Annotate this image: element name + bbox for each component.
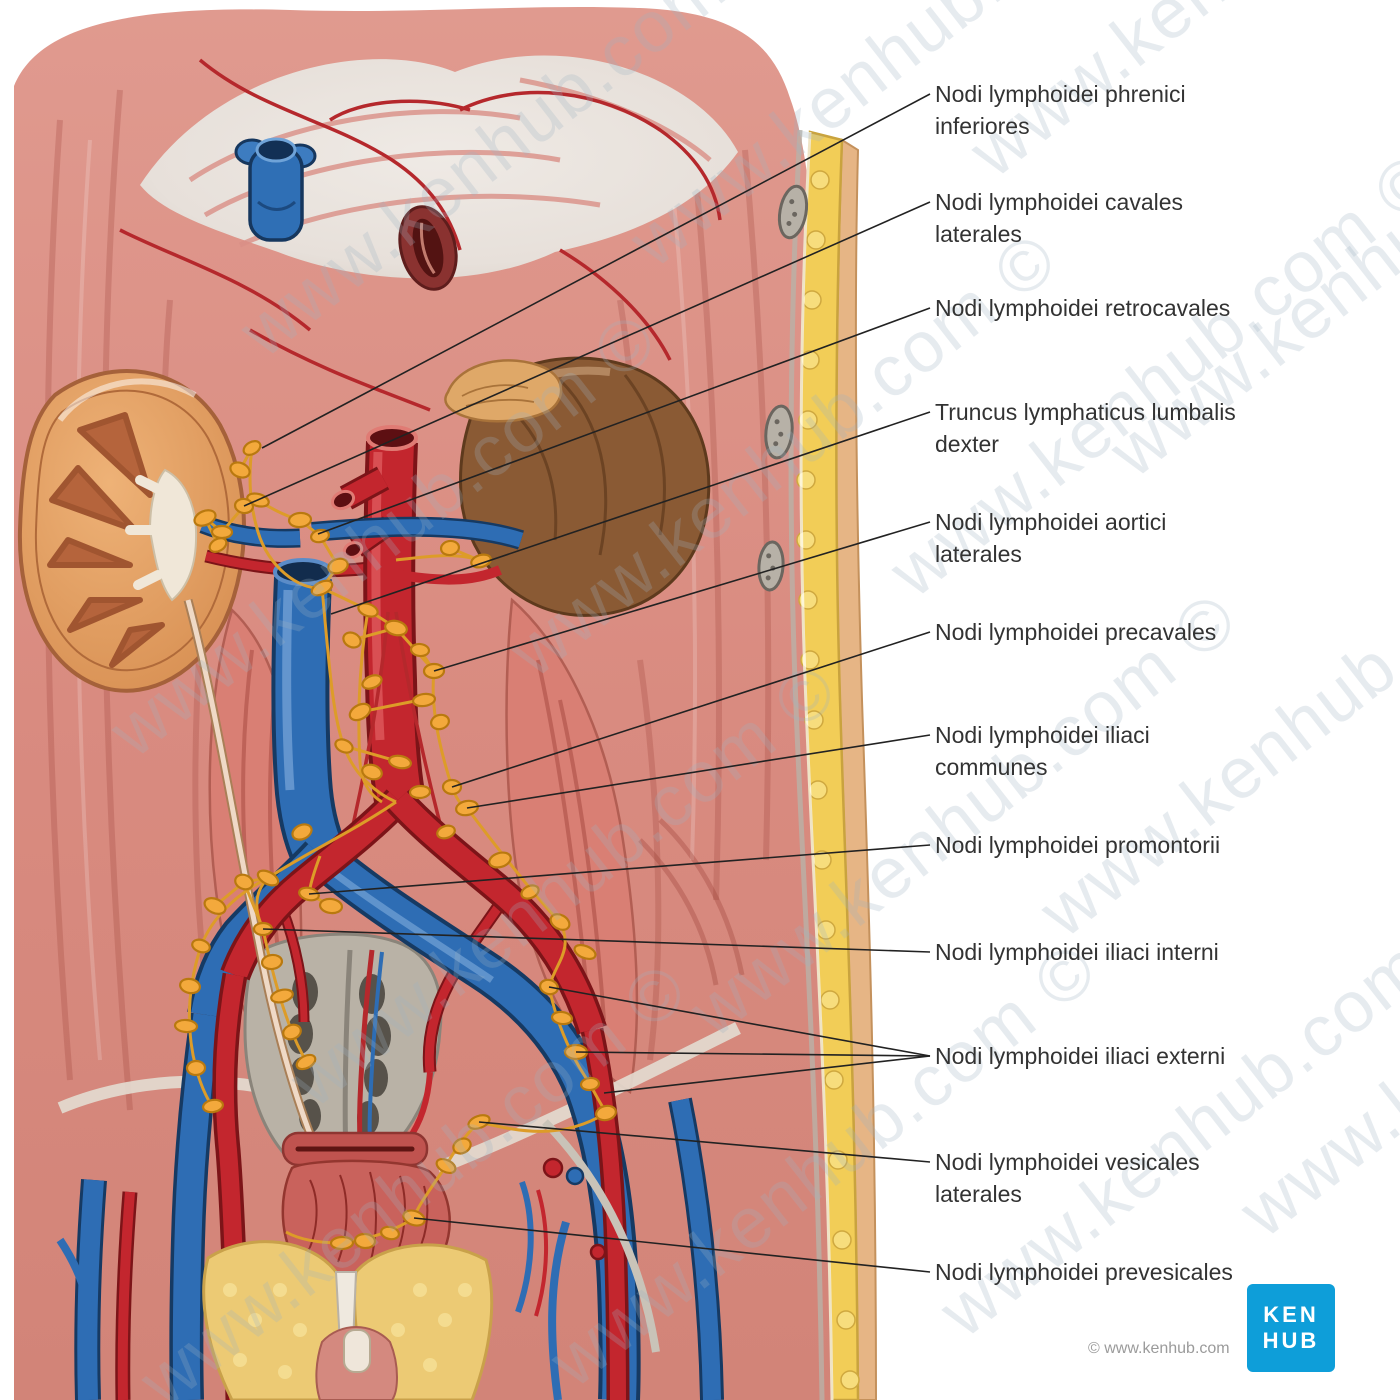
perineum <box>315 1326 398 1400</box>
lymph-node <box>329 1235 355 1251</box>
lymph-node <box>191 938 211 954</box>
lymph-node <box>252 921 274 937</box>
lymph-node <box>388 754 412 770</box>
kenhub-logo-line2: HUB <box>1262 1328 1320 1353</box>
lymph-node <box>210 524 234 540</box>
lymph-node <box>380 1225 400 1241</box>
lymph-node <box>178 977 202 995</box>
lymph-node <box>256 869 280 887</box>
lymph-vessel <box>255 800 397 930</box>
lymph-node <box>234 873 254 891</box>
lymph-node <box>411 692 437 708</box>
lymph-node <box>342 631 362 649</box>
lymph-node <box>287 511 313 529</box>
lymph-node <box>193 509 217 527</box>
lymph-node <box>579 1076 601 1092</box>
kenhub-logo: KEN HUB <box>1247 1284 1335 1372</box>
lymph-node <box>291 823 313 841</box>
lymph-node <box>384 619 408 637</box>
lymph-node <box>208 537 228 553</box>
lymph-node <box>441 778 463 796</box>
lymph-node <box>203 897 227 915</box>
lymph-node <box>334 738 354 754</box>
femoral-vessels-left <box>56 1179 138 1400</box>
lymph-node <box>295 1053 317 1071</box>
lymph-node <box>348 702 372 722</box>
lymph-vessel <box>357 609 383 804</box>
lymph-node <box>549 913 571 931</box>
lymph-node <box>436 824 456 840</box>
kenhub-logo-line1: KEN <box>1263 1302 1319 1327</box>
renal-calyces <box>125 475 165 590</box>
lymph-node <box>452 1137 472 1155</box>
lymph-node <box>260 953 284 971</box>
lymph-vessel <box>187 876 269 1108</box>
lymph-node <box>173 1018 199 1034</box>
lymph-node <box>361 674 383 690</box>
lymph-node <box>270 988 294 1004</box>
lymph-node <box>185 1059 207 1077</box>
lymph-node <box>430 713 450 731</box>
lymph-node <box>353 1232 377 1250</box>
copyright-text: © www.kenhub.com <box>1088 1340 1230 1357</box>
lymph-node <box>408 784 432 800</box>
lymph-node <box>409 642 431 658</box>
lymph-node <box>563 1043 589 1061</box>
lymph-node <box>282 1023 302 1041</box>
lymph-node <box>201 1098 225 1114</box>
renal-pelvis <box>148 468 198 602</box>
renal-pyramids <box>47 412 165 668</box>
lymph-node <box>595 1104 617 1122</box>
lymph-node <box>361 763 383 781</box>
lymph-node <box>318 897 344 915</box>
lymph-node <box>435 1157 457 1175</box>
lymph-node <box>422 662 446 680</box>
